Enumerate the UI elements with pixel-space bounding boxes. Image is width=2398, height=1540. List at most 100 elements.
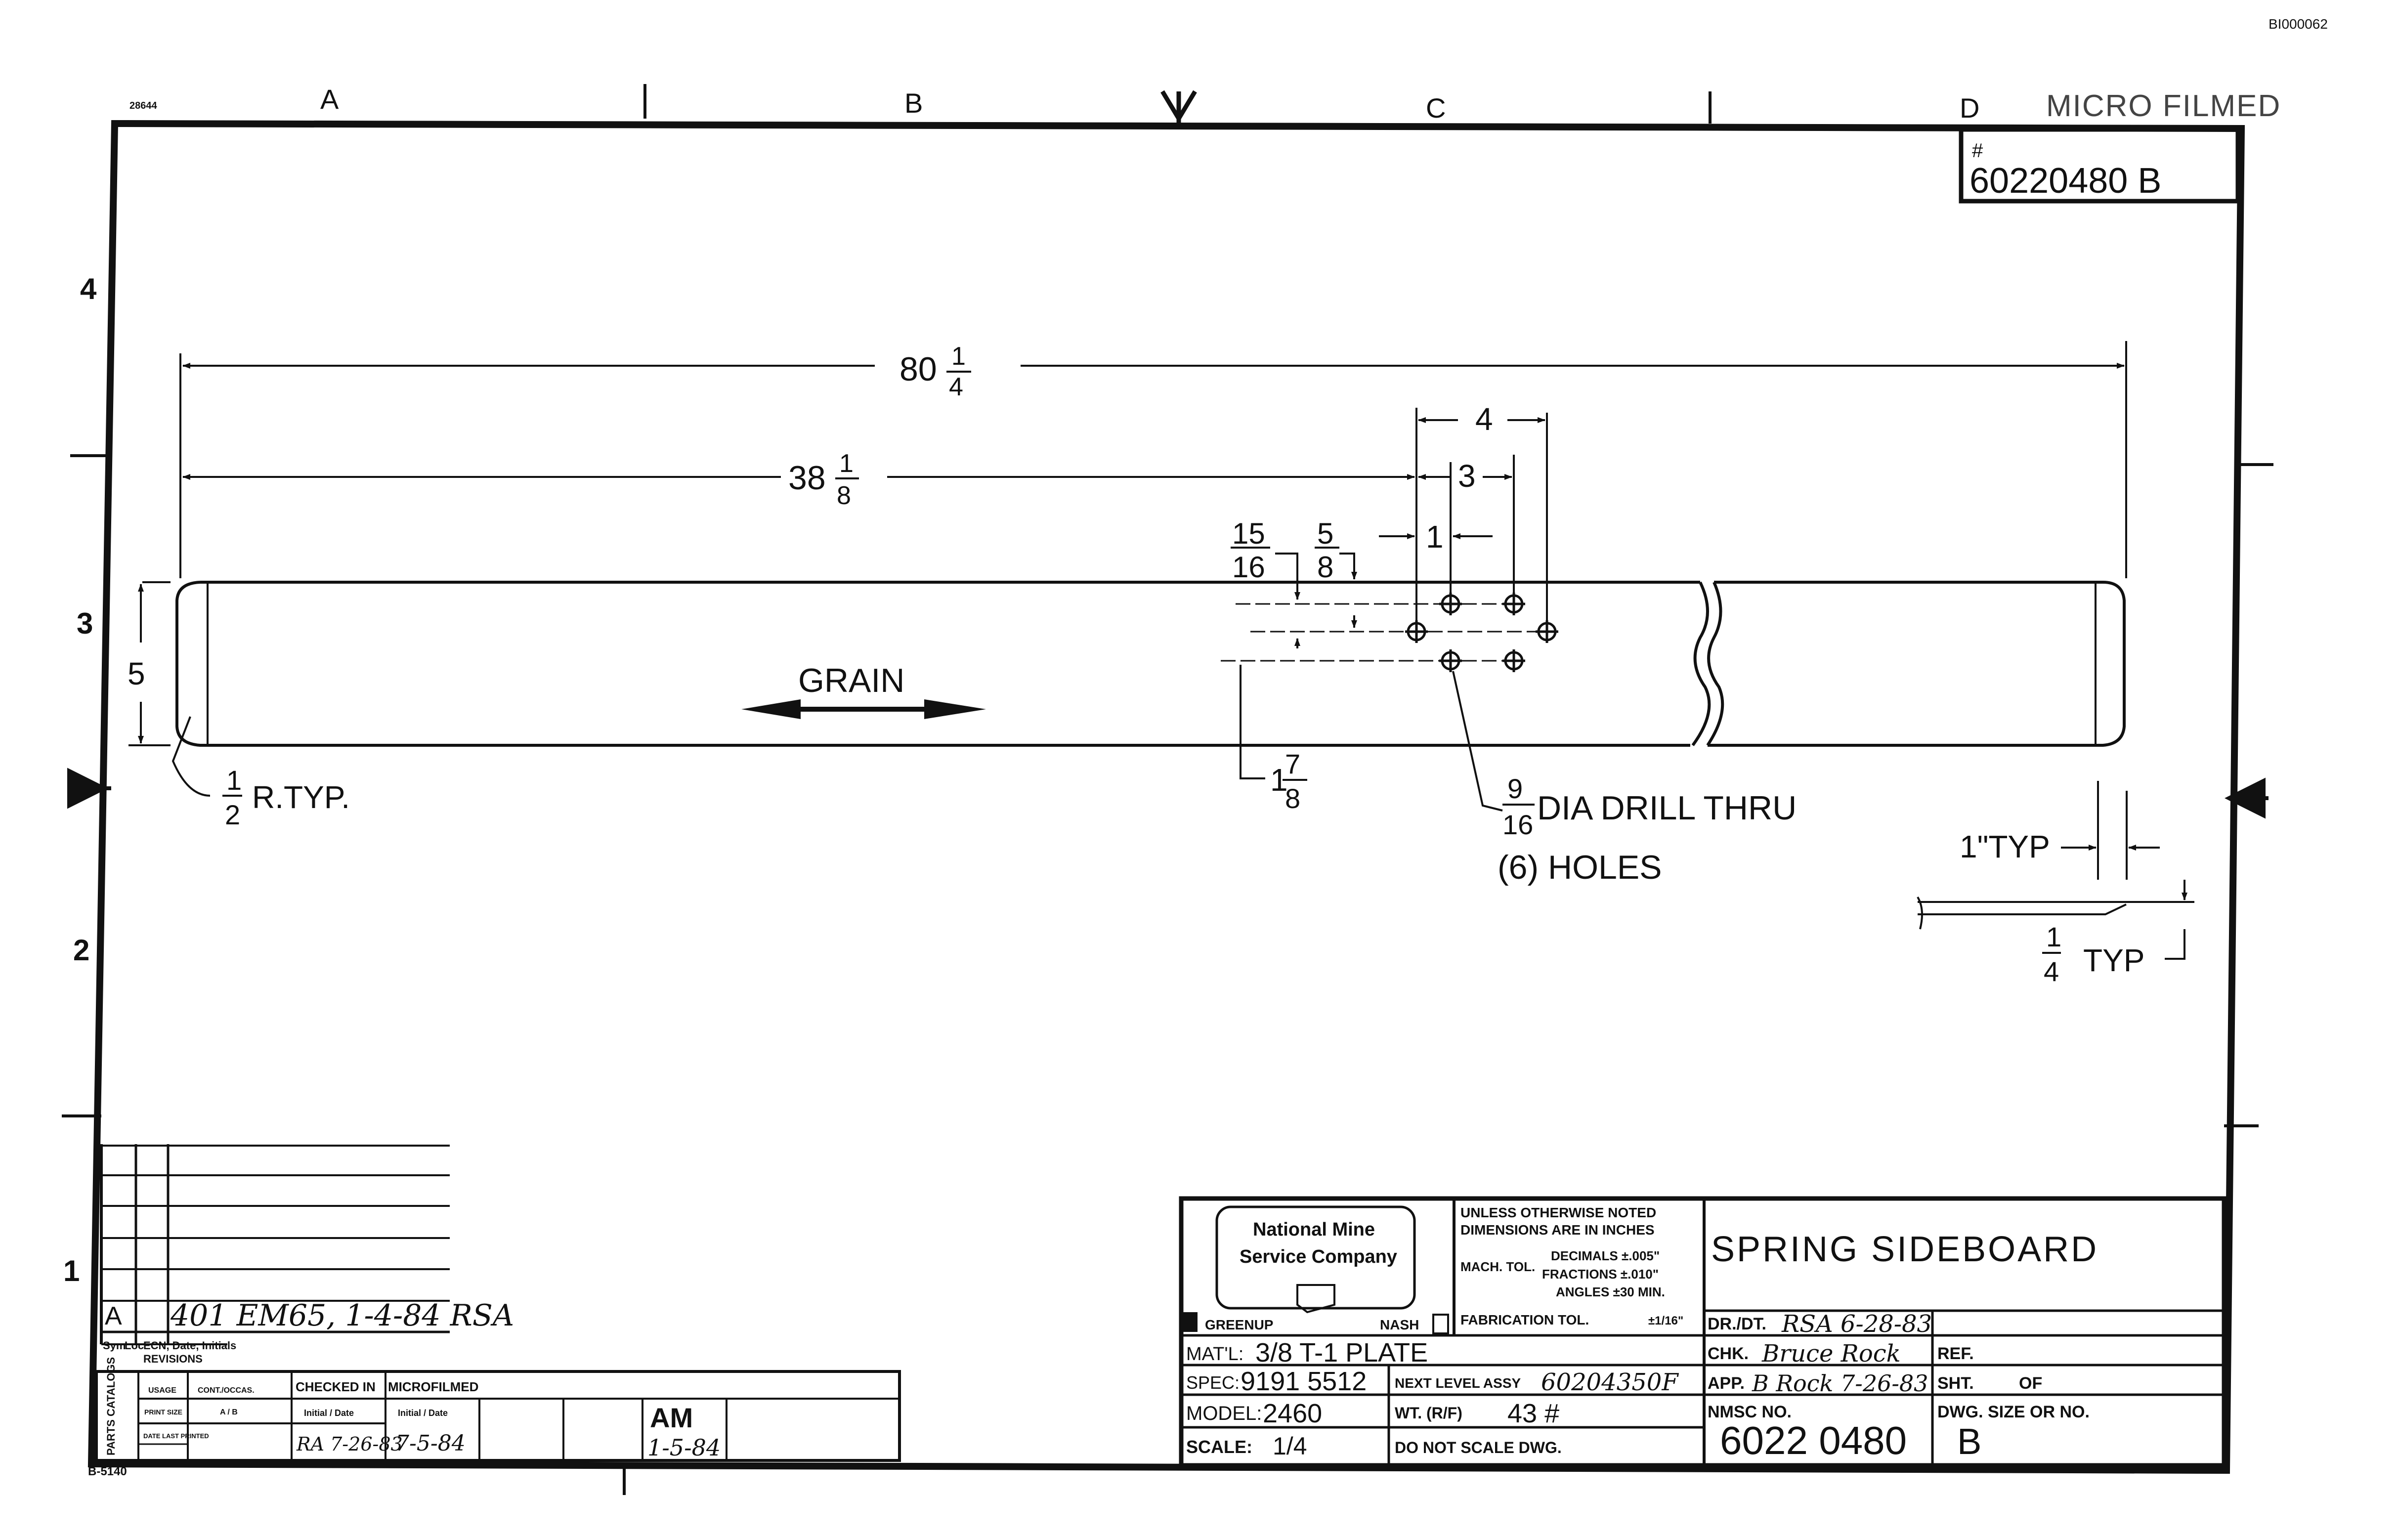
wt-value: 43 # <box>1507 1399 1559 1428</box>
dwg-size-value: B <box>1957 1421 1981 1462</box>
dim-height: 5 <box>128 656 145 691</box>
am-date: 1-5-84 <box>647 1434 721 1461</box>
drawing-title: SPRING SIDEBOARD <box>1711 1230 2098 1269</box>
sheet-code: 28644 <box>129 100 157 111</box>
am-stamp: AM <box>650 1402 693 1433</box>
revision-header-sym: Sym <box>103 1339 126 1352</box>
app-value: B Rock 7-26-83 <box>1752 1370 1928 1397</box>
revision-title: REVISIONS <box>143 1353 203 1365</box>
zone-row-2: 2 <box>73 934 89 967</box>
checked-in-value: RA 7-26-83 <box>296 1433 403 1455</box>
nmsc-label: NMSC NO. <box>1708 1403 1792 1421</box>
ref-label: REF. <box>1937 1344 1974 1363</box>
scale-value: 1/4 <box>1273 1432 1307 1460</box>
zone-col-d: D <box>1960 92 1979 124</box>
microfilmed-label: MICROFILMED <box>388 1379 478 1394</box>
nash-label: NASH <box>1380 1317 1419 1332</box>
zone-col-b: B <box>904 87 923 119</box>
drawing-number: 60220480 B <box>1970 161 2161 201</box>
matl-label: MAT'L: <box>1186 1344 1243 1365</box>
dim-overall-whole: 80 <box>899 350 937 388</box>
parts-cont-occas: CONT./OCCAS. <box>198 1386 255 1395</box>
nash-marker <box>1432 1314 1449 1334</box>
hole <box>1439 593 1462 615</box>
dim-overall-num: 1 <box>951 342 966 371</box>
dim-bottom-den: 8 <box>1285 783 1300 814</box>
tol-angles: ANGLES ±30 MIN. <box>1556 1284 1665 1299</box>
hole <box>1502 649 1525 672</box>
chk-value: Bruce Rock <box>1761 1340 1901 1368</box>
spec-label: SPEC: <box>1186 1372 1240 1393</box>
checked-in-label: CHECKED IN <box>296 1379 376 1394</box>
mach-tol-label: MACH. TOL. <box>1460 1259 1535 1274</box>
dim-drill-num: 9 <box>1507 773 1523 804</box>
parts-side-label: PARTS CATALOGS <box>105 1357 117 1455</box>
hole <box>1502 593 1525 615</box>
tol-header-2: DIMENSIONS ARE IN INCHES <box>1460 1222 1655 1238</box>
greenup-label: GREENUP <box>1205 1317 1273 1332</box>
parts-print-size: PRINT SIZE <box>144 1408 182 1416</box>
dim-d16: 16 <box>1232 551 1265 584</box>
grain-label: GRAIN <box>798 662 904 699</box>
dim-left-num: 1 <box>839 449 854 478</box>
dimension-lines <box>128 341 2194 960</box>
model-label: MODEL: <box>1186 1403 1262 1424</box>
dwg-size-label: DWG. SIZE OR NO. <box>1937 1403 2090 1421</box>
dim-hole-span-4: 4 <box>1475 401 1493 437</box>
microfilmed-value: 7-5-84 <box>395 1431 466 1456</box>
next-level-label: NEXT LEVEL ASSY <box>1395 1375 1521 1391</box>
company-line1: National Mine <box>1253 1219 1375 1240</box>
drdt-label: DR./DT. <box>1708 1315 1766 1333</box>
revisions-block <box>100 1144 450 1345</box>
zone-row-1: 1 <box>63 1254 80 1287</box>
drill-holes <box>1221 593 1558 672</box>
dim-left-whole: 38 <box>788 459 826 497</box>
revision-header-loc: Loc <box>125 1339 144 1352</box>
dim-thick-den: 4 <box>2044 956 2059 987</box>
tol-header-1: UNLESS OTHERWISE NOTED <box>1460 1205 1656 1220</box>
company-line2: Service Company <box>1240 1246 1397 1267</box>
revision-sym: A <box>105 1302 122 1330</box>
zone-col-c: C <box>1426 92 1446 124</box>
parts-usage: USAGE <box>148 1386 176 1395</box>
dim-radius-text: R.TYP. <box>252 779 350 815</box>
dim-typ1: 1"TYP <box>1960 829 2050 864</box>
fab-tol-value: ±1/16" <box>1648 1314 1683 1327</box>
hole <box>1536 620 1558 643</box>
parts-ab: A / B <box>220 1408 238 1416</box>
mine-logo-icon <box>1296 1284 1335 1314</box>
nmsc-value: 6022 0480 <box>1720 1418 1907 1462</box>
dim-d5: 5 <box>1317 517 1333 550</box>
zone-row-3: 3 <box>77 607 93 640</box>
zone-col-a: A <box>320 84 339 115</box>
scale-label: SCALE: <box>1186 1437 1252 1457</box>
zone-markers: A B C D 4 3 2 1 <box>63 84 1979 1287</box>
of-label: OF <box>2019 1374 2042 1393</box>
dim-d8: 8 <box>1317 551 1333 584</box>
title-block <box>1179 1196 2227 1468</box>
drawing-border <box>87 120 2245 1474</box>
spec-value: 9191 5512 <box>1241 1367 1367 1396</box>
grain-arrow: GRAIN <box>741 662 986 719</box>
hole <box>1405 620 1428 643</box>
dim-drill-text: DIA DRILL THRU <box>1537 789 1797 827</box>
microfilm-stamp: MICRO FILMED <box>2046 89 2281 123</box>
dim-bottom-num: 7 <box>1285 748 1300 779</box>
dim-thick-text: TYP <box>2083 942 2144 978</box>
tol-fractions: FRACTIONS ±.010" <box>1542 1267 1659 1282</box>
matl-value: 3/8 T-1 PLATE <box>1255 1338 1428 1368</box>
zone-ticks <box>62 84 2273 1495</box>
dim-hole-span-3: 3 <box>1458 458 1476 494</box>
sht-label: SHT. <box>1937 1374 1974 1393</box>
dim-overall-den: 4 <box>949 373 963 401</box>
model-value: 2460 <box>1263 1399 1322 1428</box>
wt-label: WT. (R/F) <box>1395 1404 1462 1422</box>
doc-code: BI000062 <box>2269 16 2328 32</box>
parts-block <box>95 1370 901 1462</box>
drawing-number-box <box>1959 127 2240 204</box>
checked-in-initial-date: Initial / Date <box>304 1408 354 1418</box>
chk-label: CHK. <box>1708 1344 1749 1363</box>
dim-radius-den: 2 <box>225 799 240 830</box>
dimension-text: 80 1 4 38 1 8 4 3 1 15 16 5 8 5 1 7 8 1 … <box>128 342 2144 987</box>
